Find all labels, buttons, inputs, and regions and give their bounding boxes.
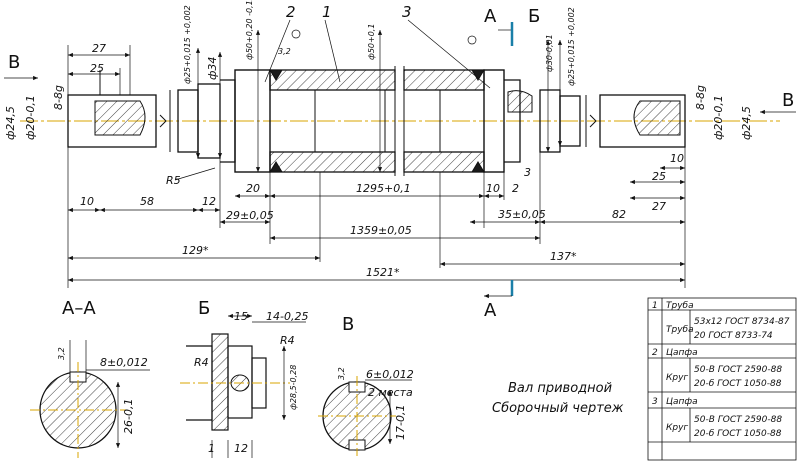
section-AA: А–А 8±0,012 26-0,1 3,2 <box>30 298 150 458</box>
dim-8-right: 8-8g <box>694 85 707 110</box>
dim-10-mid: 10 <box>486 182 500 195</box>
dim-27-right: 27 <box>652 200 666 213</box>
dim-phi30: ф30-0,01 <box>545 34 554 72</box>
svg-text:Цапфа: Цапфа <box>666 348 698 358</box>
weld-4 <box>471 161 485 173</box>
dim-1295: 1295+0,1 <box>356 182 411 195</box>
right-keyway <box>633 100 681 136</box>
svg-text:50-В ГОСТ 2590-88: 50-В ГОСТ 2590-88 <box>694 365 782 375</box>
svg-text:Труба: Труба <box>666 301 694 311</box>
left-keyway <box>94 100 146 136</box>
view-V-rough: 3,2 <box>337 367 346 380</box>
svg-text:Труба: Труба <box>666 325 694 335</box>
roughness-mark: 3,2 <box>278 47 291 56</box>
tube-bottom-wall-2 <box>403 151 485 173</box>
svg-text:3: 3 <box>652 397 658 407</box>
dim-35: 35±0,05 <box>498 208 546 221</box>
svg-text:Круг: Круг <box>666 373 688 383</box>
dim-29: 29±0,05 <box>226 209 274 222</box>
dim-245-right: ф24,5 <box>740 106 753 140</box>
section-AA-dim-8: 8±0,012 <box>100 356 148 369</box>
dim-1521: 1521* <box>366 266 400 279</box>
view-B: Б 15 14-0,25 R4 R4 ф28,5-0,28 1 12 <box>180 298 308 458</box>
dim-82: 82 <box>612 208 626 221</box>
view-V: В 6±0,012 2 места 17-0,1 3,2 <box>318 314 414 456</box>
dim-phi50: ф50+0,20 -0,15 <box>245 0 254 60</box>
view-B-dim-12: 12 <box>234 442 248 455</box>
balloon-3: 3 <box>402 3 412 21</box>
dim-27-left: 27 <box>92 42 106 55</box>
svg-text:20 ГОСТ 8733-74: 20 ГОСТ 8733-74 <box>694 331 773 341</box>
view-V-places: 2 места <box>368 386 413 399</box>
dim-8-left: 8-8g <box>52 85 65 110</box>
label-cut-A-bottom: А <box>484 300 497 321</box>
balloon-1: 1 <box>322 3 332 21</box>
drawing-title-line2: Сборочный чертеж <box>492 401 624 416</box>
label-cut-A-top: А <box>484 6 497 27</box>
dim-3: 3 <box>524 166 531 179</box>
view-V-dim-17: 17-0,1 <box>394 405 407 440</box>
tube-top-wall <box>269 69 396 91</box>
dim-phi25-right: ф25+0,015 +0,002 <box>567 7 576 86</box>
right-keyway-top <box>507 90 533 113</box>
dimension-lines <box>4 19 796 299</box>
shaft-main-view <box>20 66 780 176</box>
spec-table <box>647 297 797 461</box>
dim-phi25-left: ф25+0,015 +0,002 <box>183 5 192 84</box>
drawing-title-line1: Вал приводной <box>508 381 612 396</box>
svg-text:Круг: Круг <box>666 423 688 433</box>
dim-phi34: ф34 <box>206 57 219 80</box>
view-V-title: В <box>342 314 354 335</box>
section-AA-title: А–А <box>62 298 96 319</box>
weld-2 <box>269 161 283 173</box>
tube-bottom-wall <box>269 151 396 173</box>
label-cut-B-top: Б <box>528 6 540 27</box>
dim-25-right: 25 <box>652 170 666 183</box>
dim-10-right: 10 <box>670 152 684 165</box>
svg-text:53х12 ГОСТ 8734-87: 53х12 ГОСТ 8734-87 <box>694 317 790 327</box>
dim-137: 137* <box>550 250 577 263</box>
view-B-R4-left: R4 <box>194 356 209 369</box>
spec-table-text: 1 Труба Труба 53х12 ГОСТ 8734-87 20 ГОСТ… <box>652 301 790 439</box>
weld-3 <box>471 69 485 81</box>
dim-129: 129* <box>182 244 209 257</box>
view-B-phi285: ф28,5-0,28 <box>289 365 298 410</box>
svg-text:20-б ГОСТ 1050-88: 20-б ГОСТ 1050-88 <box>694 379 782 389</box>
dim-20-right: ф20-0,1 <box>712 95 725 140</box>
section-AA-dim-26: 26-0,1 <box>122 399 135 434</box>
view-B-R4-right: R4 <box>280 334 295 347</box>
dim-phi50-right: ф50+0,1 <box>367 24 376 60</box>
right-hub <box>483 69 505 173</box>
dim-1359: 1359±0,05 <box>350 224 412 237</box>
weld-1 <box>269 69 283 81</box>
svg-text:1: 1 <box>652 301 658 311</box>
dim-20-mid: 20 <box>246 182 260 195</box>
dim-R5: R5 <box>166 174 181 187</box>
svg-text:20-б ГОСТ 1050-88: 20-б ГОСТ 1050-88 <box>694 429 782 439</box>
dim-2: 2 <box>512 182 519 195</box>
label-view-B-right: В <box>782 90 794 111</box>
dim-58: 58 <box>140 195 154 208</box>
dim-20-left: ф20-0,1 <box>24 95 37 140</box>
view-B-title: Б <box>198 298 210 319</box>
label-view-B-left: В <box>8 52 20 73</box>
dim-245-left: ф24,5 <box>4 106 17 140</box>
section-AA-rough: 3,2 <box>57 347 66 360</box>
view-V-dim-6: 6±0,012 <box>366 368 414 381</box>
svg-text:Цапфа: Цапфа <box>666 397 698 407</box>
view-B-dim-1: 1 <box>208 442 215 455</box>
dim-10-left: 10 <box>80 195 94 208</box>
svg-text:2: 2 <box>652 348 658 358</box>
view-B-dim-14: 14-0,25 <box>266 310 308 323</box>
svg-text:50-В ГОСТ 2590-88: 50-В ГОСТ 2590-88 <box>694 415 782 425</box>
view-B-dim-15: 15 <box>234 310 248 323</box>
dim-25-left: 25 <box>90 62 104 75</box>
balloon-2: 2 <box>286 3 296 21</box>
dim-12-left: 12 <box>202 195 216 208</box>
